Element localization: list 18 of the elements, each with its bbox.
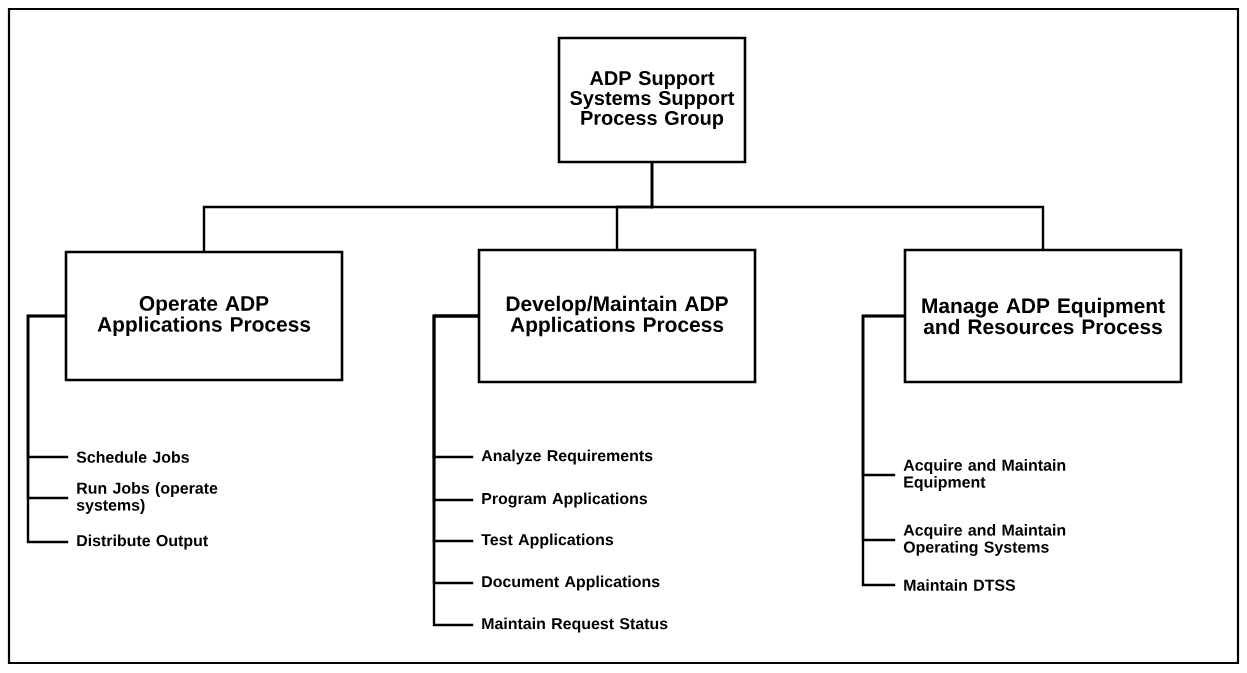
connector-line (26, 314, 69, 544)
process-box: Operate ADP Applications Process (64, 250, 344, 382)
task-label: Acquire and Maintain Equipment (903, 459, 1066, 491)
task-label: Document Applications (482, 575, 660, 591)
process-box: ADP Support Systems Support Process Group (557, 36, 747, 164)
task-label: Program Applications (482, 492, 648, 508)
task-label: Maintain Request Status (482, 617, 668, 633)
task-label: Acquire and Maintain Operating Systems (903, 524, 1066, 556)
task-label: Schedule Jobs (76, 451, 189, 463)
connector-line (861, 314, 905, 587)
process-box: Manage ADP Equipment and Resources Process (903, 248, 1183, 384)
task-label: Analyze Requirements (481, 449, 653, 465)
task-label: Test Applications (481, 533, 614, 549)
process-box: Develop/Maintain ADP Applications Process (477, 248, 757, 384)
connector-line (650, 162, 1045, 250)
task-label: Run Jobs (operate systems) (76, 482, 218, 514)
task-label: Maintain DTSS (904, 579, 1016, 591)
task-label: Distribute Output (77, 534, 208, 550)
